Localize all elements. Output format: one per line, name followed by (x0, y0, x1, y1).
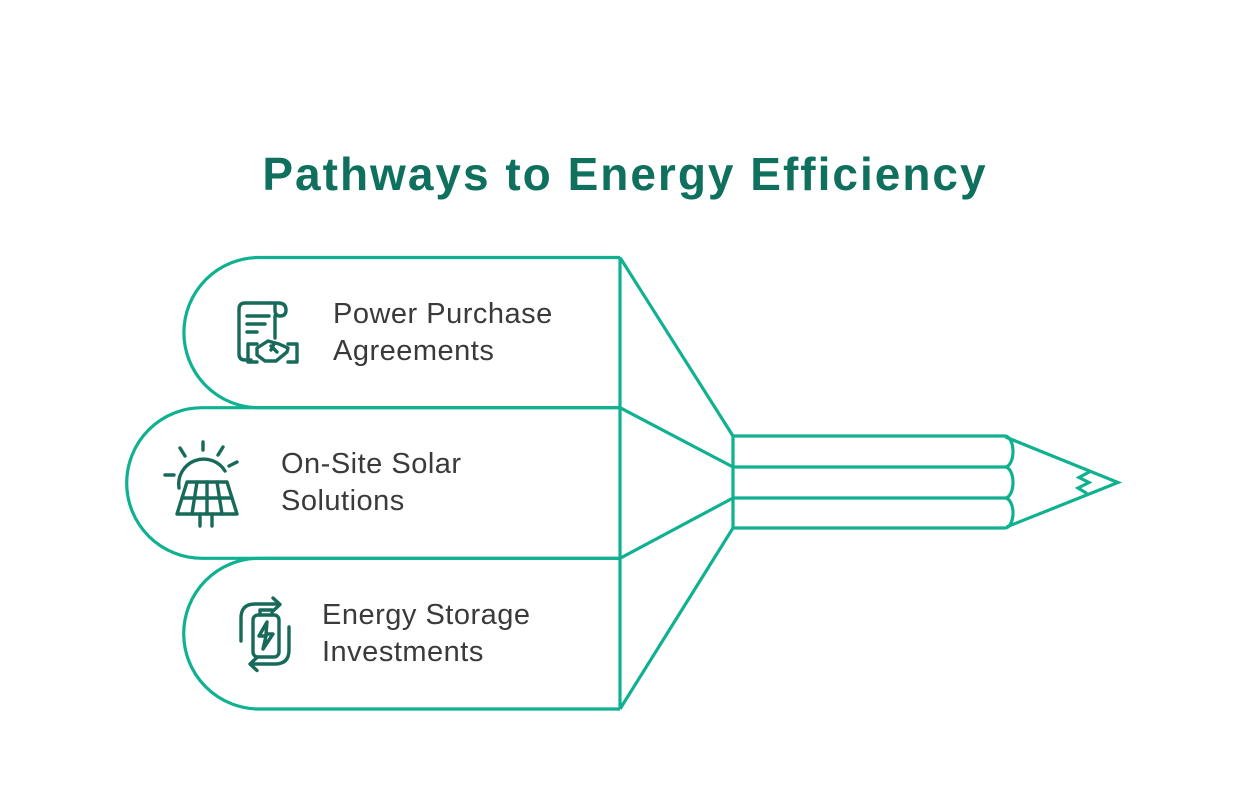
cycle-arrow-top-head (271, 596, 282, 613)
fan-line-upper-middle (619, 406, 734, 469)
item-label-line: On-Site Solar (281, 448, 462, 480)
cycle-arrow-bottom-head (248, 655, 259, 673)
solar-panel-frame (175, 480, 239, 516)
pencil-tip-cone (1004, 435, 1123, 529)
item-label-line: Investments (322, 636, 484, 668)
item-label-energy-storage: Energy Storage Investments (322, 597, 531, 671)
solar-panel-sun-icon (163, 440, 239, 528)
sun-arc (176, 457, 227, 490)
cycle-arrow-top (239, 602, 281, 643)
pencil-lead-zigzag (1074, 469, 1093, 495)
solar-panel-legs (198, 512, 214, 528)
contract-text-lines (245, 314, 271, 334)
battery-recycle-icon (239, 596, 291, 673)
item-label-line: Solutions (281, 485, 405, 517)
pencil-end-bumps (1004, 434, 1015, 530)
cycle-arrow-bottom (249, 625, 291, 666)
handshake-hands (255, 339, 290, 363)
battery-body (251, 613, 281, 659)
battery-terminal (258, 608, 274, 617)
pencil (731, 434, 1123, 530)
battery-bolt (257, 620, 275, 651)
handshake-thumb (269, 342, 279, 354)
item-label-power-purchase: Power Purchase Agreements (333, 296, 553, 370)
funnel-pills (125, 255, 622, 711)
sun-rays (163, 440, 239, 477)
pencil-body-lines (733, 434, 1005, 530)
pill-2-outline (125, 406, 620, 560)
item-label-line: Energy Storage (322, 599, 531, 631)
contract-paper (237, 301, 272, 362)
fan-lines (618, 256, 735, 710)
item-label-line: Power Purchase (333, 298, 553, 330)
contract-handshake-icon (237, 301, 299, 364)
item-label-onsite-solar: On-Site Solar Solutions (281, 446, 462, 520)
pill-1-outline (182, 255, 620, 410)
fan-line-bottom (618, 527, 735, 710)
contract-curl (268, 301, 288, 318)
fan-line-top (618, 256, 735, 437)
fan-line-lower-middle (619, 496, 734, 560)
page-title: Pathways to Energy Efficiency (262, 147, 988, 200)
pill-3-outline (182, 556, 620, 711)
solar-panel-grid (180, 480, 234, 516)
handshake-cuffs (246, 342, 299, 364)
item-label-line: Agreements (333, 335, 495, 367)
